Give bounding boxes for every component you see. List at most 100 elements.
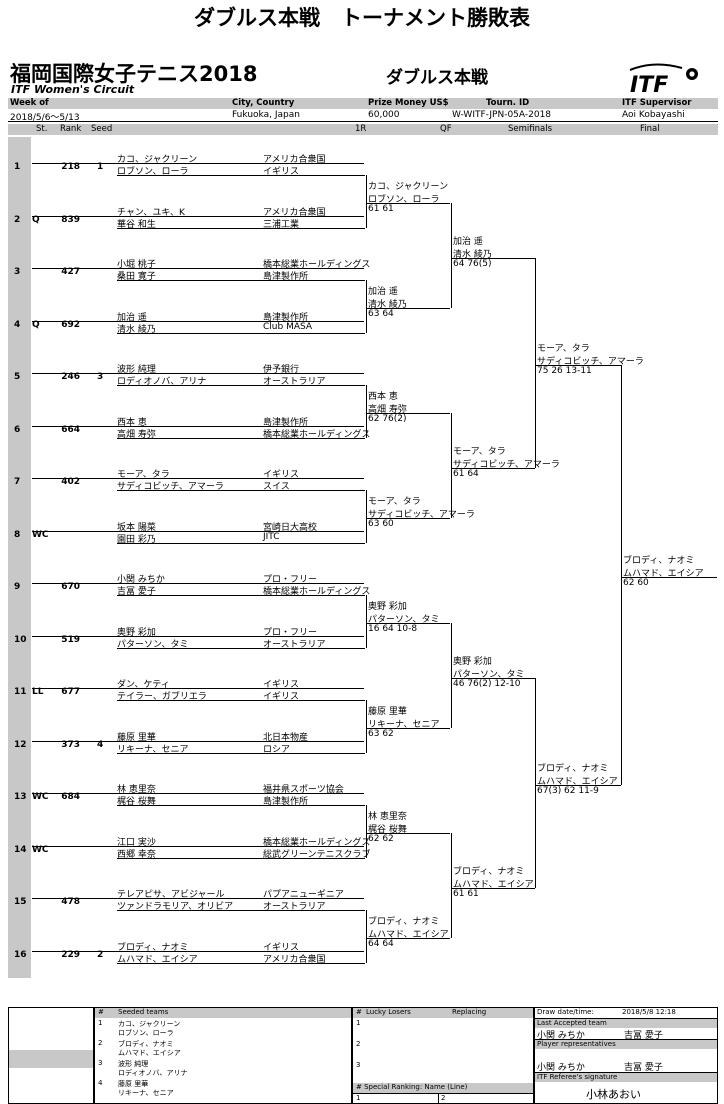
winner-line [366,203,450,204]
draw-position: 11 [14,687,27,697]
player-country: アメリカ合衆国 [263,208,326,218]
player-name: ロディオノバ、アリナ [117,377,207,387]
ll-title: Lucky Losers [366,1008,411,1016]
player-name: チャン、ユキ、K [117,208,185,218]
draw-position: 6 [14,425,21,435]
ll-replacing: Replacing [452,1008,487,1016]
match-score: 75 26 13-11 [537,366,592,376]
winner-name: カコ、ジャクリーン [368,182,449,192]
match-score: 62 76(2) [368,414,407,424]
player-name: リキーナ、セニア [117,745,189,755]
entry-top-line [32,636,364,637]
draw-position: 13 [14,792,27,802]
draw-rank: 478 [61,897,80,907]
header-label-bar [8,98,718,109]
winner-line [366,938,450,939]
player-name: 坂本 陽菜 [117,523,156,533]
player-name: 江口 実沙 [117,838,156,848]
winner-line [366,728,450,729]
match-score: 64 64 [368,939,394,949]
player-name: ダン、ケティ [117,680,170,690]
player-name: 藤原 里華 [117,733,156,743]
last-accepted-player-1: 小関 みちか [537,1031,585,1041]
bracket-connector [621,365,622,785]
player-name: サディコビッチ、アマーラ [117,482,224,492]
player-country: 総武グリーンテニスクラブ [263,850,371,860]
entry-bottom-line [117,385,365,386]
winner-name: 藤原 里華 [368,707,407,717]
entry-top-line [32,321,364,322]
player-name: ムハマド、エイシア [117,955,198,965]
player-name: 小堀 桃子 [117,260,156,270]
player-name: テイラー、ガブリエラ [117,692,207,702]
seeded-header-bar [95,1008,351,1018]
entry-top-line [32,688,364,689]
player-country: 福井県スポーツ協会 [263,785,344,795]
entry-bottom-line [117,543,365,544]
player-country: イギリス [263,943,300,953]
itf-logo: ITF [624,60,706,98]
label-city-country: City, Country [232,98,295,108]
winner-name: 梶谷 桜舞 [368,825,407,835]
entry-bottom-line [117,438,365,439]
entry-top-line [32,583,364,584]
entry-top-line [32,163,364,164]
seed-player-a: ブロディ、ナオミ [118,1040,174,1048]
bracket-connector [366,490,367,543]
winner-name: 西本 恵 [368,392,398,402]
draw-rank: 246 [61,372,80,382]
label-prize-money: Prize Money US$ [368,98,449,108]
player-name: 西本 恵 [117,418,147,428]
player-country: 島津製作所 [263,418,309,428]
entry-top-line [32,216,364,217]
player-name: 華谷 和生 [117,220,156,230]
player-country: 橋本総業ホールディングス [263,838,371,848]
match-score: 46 76(2) 12-10 [453,679,521,689]
winner-line [535,365,621,366]
match-score: 62 60 [623,578,649,588]
entry-bottom-line [117,963,365,964]
column-header-bar [8,124,718,135]
tournament-name: 福岡国際女子テニス2018 [10,62,258,86]
player-country: プロ・フリー [263,628,318,638]
seeded-hash: # [98,1008,104,1016]
seed-number: 4 [98,1079,103,1087]
player-name: ツァンドラモリア、オリビア [117,902,234,912]
last-accepted-player-2: 吉冨 愛子 [624,1031,663,1041]
player-name: 波形 純理 [117,365,156,375]
draw-rank: 427 [61,267,80,277]
tournament-subtitle: ITF Women's Circuit [11,83,135,96]
winner-name: ブロディ、ナオミ [368,917,440,927]
player-name: カコ、ジャクリーン [117,155,198,165]
draw-status: WC [32,845,49,855]
label-week-of: Week of [10,98,49,108]
seed-number: 3 [98,1059,103,1067]
player-country: 橋本総業ホールディングス [263,587,371,597]
player-name: テレアピサ、アビジャール [117,890,225,900]
draw-position: 2 [14,215,21,225]
player-country: オーストラリア [263,377,326,387]
draw-rank: 519 [61,635,80,645]
match-score: 67(3) 62 11-9 [537,786,599,796]
draw-position: 8 [14,530,21,540]
ll-row-number: 1 [356,1019,361,1027]
entry-top-line [32,426,364,427]
draw-position: 16 [14,950,27,960]
draw-position: 3 [14,267,21,277]
seed-player-a: カコ、ジャクリーン [118,1020,181,1028]
winner-name: モーア、タラ [453,447,506,457]
player-country: 島津製作所 [263,272,309,282]
match-score: 61 61 [453,889,479,899]
value-tourn-id: W-WITF-JPN-05A-2018 [452,110,552,120]
last-accepted-label: Last Accepted team [537,1019,607,1027]
player-name: パターソン、タミ [117,640,189,650]
entry-bottom-line [117,700,365,701]
winner-line [366,518,450,519]
player-name: ブロディ、ナオミ [117,943,189,953]
entry-bottom-line [117,858,365,859]
winner-name: ブロディ、ナオミ [623,556,695,566]
player-country: 島津製作所 [263,797,309,807]
winner-name: パターソン、タミ [453,670,525,680]
draw-rank: 692 [61,320,80,330]
player-country: Club MASA [263,322,313,332]
